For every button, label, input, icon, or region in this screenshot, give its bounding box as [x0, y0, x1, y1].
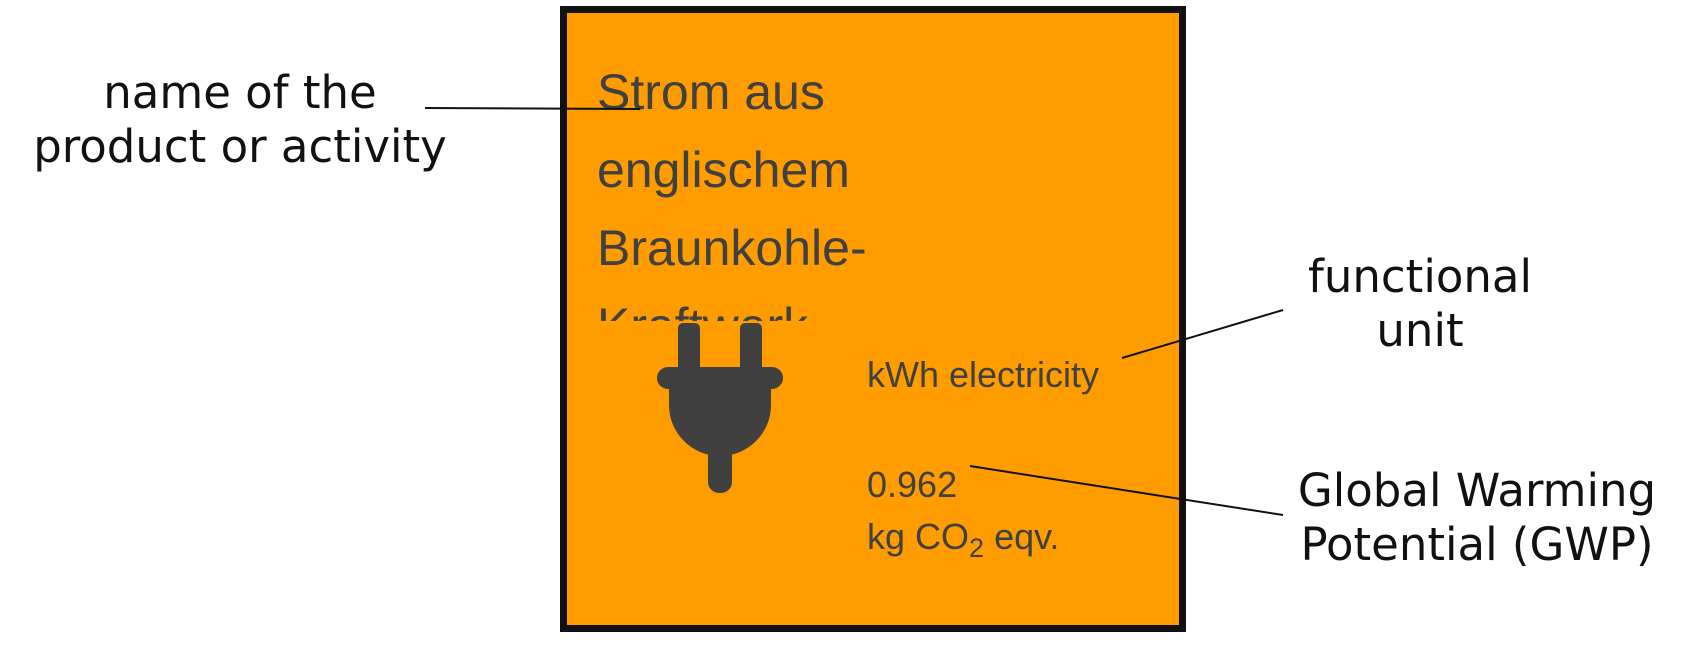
annotation-name-line-2: product or activity [33, 120, 447, 173]
product-title-line-1: Strom aus [597, 64, 825, 120]
gwp-value-block: 0.962 kg CO2 eqv. [867, 459, 1059, 563]
product-title-line-3: Braunkohle- [597, 220, 867, 276]
annotation-functional-unit: functional unit [1250, 250, 1590, 358]
product-title-line-4: Kraftwerk [597, 287, 1157, 321]
product-title-line-2: englischem [597, 142, 850, 198]
product-title: Strom aus englischem Braunkohle- Kraftwe… [597, 53, 1157, 321]
annotation-name-line-1: name of the [103, 66, 377, 119]
gwp-unit: kg CO2 eqv. [867, 511, 1059, 563]
functional-unit-text: kWh electricity [867, 354, 1100, 395]
annotation-unit-line-1: functional [1308, 250, 1532, 303]
annotation-gwp-line-2: Potential (GWP) [1300, 518, 1654, 571]
annotation-unit-line-2: unit [1376, 304, 1464, 357]
annotation-name-of-product: name of the product or activity [0, 66, 480, 174]
annotation-gwp-line-1: Global Warming [1297, 464, 1657, 517]
gwp-unit-suffix: eqv. [984, 516, 1060, 557]
electric-plug-icon [657, 323, 783, 493]
gwp-value: 0.962 [867, 464, 958, 505]
product-card: Strom aus englischem Braunkohle- Kraftwe… [560, 6, 1186, 632]
gwp-unit-prefix: kg CO [867, 516, 970, 557]
gwp-unit-subscript: 2 [969, 533, 985, 564]
annotation-global-warming-potential: Global Warming Potential (GWP) [1270, 464, 1684, 572]
